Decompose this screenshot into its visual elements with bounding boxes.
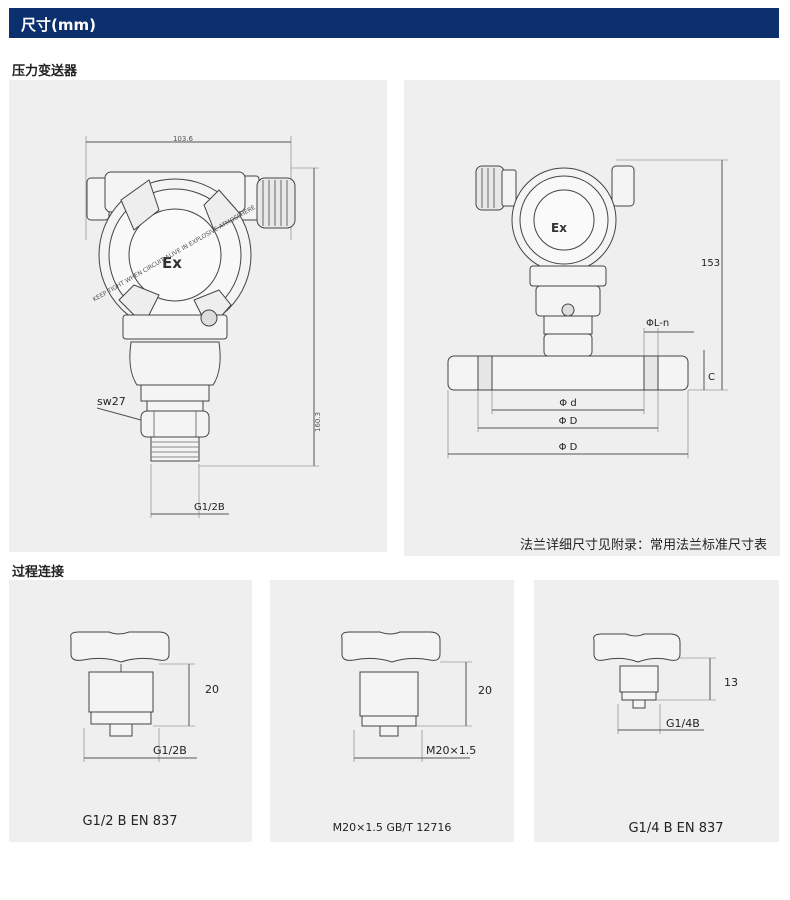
width-dimension: 103.6 bbox=[173, 135, 194, 143]
transmitter-front-drawing: 103.6 160.3 sw27 G1/2B Ex KEEP TIGHT WHE… bbox=[85, 135, 322, 518]
header-bar: 尺寸(mm) bbox=[9, 8, 779, 38]
seal-diameter-label: Φ d bbox=[559, 398, 576, 409]
transmitter-front-panel: 103.6 160.3 sw27 G1/2B Ex KEEP TIGHT WHE… bbox=[9, 80, 387, 552]
caption-1: G1/2 B EN 837 bbox=[82, 814, 177, 829]
transmitter-flange-panel: Ex 153 ΦL-n C Φ d Φ D Φ D 法兰详细尺寸见附录：常用法兰… bbox=[404, 80, 780, 556]
caption-3: G1/4 B EN 837 bbox=[628, 821, 723, 836]
thread-label-2: M20×1.5 bbox=[426, 744, 476, 757]
thread-label-3: G1/4B bbox=[666, 717, 700, 730]
ex-mark: Ex bbox=[162, 254, 182, 272]
process-section-title: 过程连接 bbox=[12, 565, 65, 580]
transmitter-section-title: 压力变送器 bbox=[12, 64, 78, 79]
wrench-size-label: sw27 bbox=[97, 395, 126, 408]
flange-note: 法兰详细尺寸见附录：常用法兰标准尺寸表 bbox=[520, 538, 768, 553]
thread-label-1: G1/2B bbox=[153, 744, 187, 757]
bolt-hole-label: ΦL-n bbox=[646, 318, 669, 329]
process-connection-1-panel: 20 G1/2B G1/2 B EN 837 bbox=[9, 580, 252, 842]
process-connection-3-drawing: 13 G1/4B G1/4 B EN 837 bbox=[593, 633, 738, 836]
process-connection-2-drawing: 20 M20×1.5 M20×1.5 GB/T 12716 bbox=[333, 631, 492, 834]
bolt-circle-diameter-label: Φ D bbox=[559, 416, 578, 427]
process-connection-3-panel: 13 G1/4B G1/4 B EN 837 bbox=[534, 580, 779, 842]
height-dim-2: 20 bbox=[478, 684, 492, 697]
flange-outer-diameter-label: Φ D bbox=[559, 442, 578, 453]
thread-label: G1/2B bbox=[194, 502, 225, 513]
flange-thickness-label: C bbox=[708, 372, 715, 383]
ex-mark-flange: Ex bbox=[551, 221, 567, 235]
height-dim-3: 13 bbox=[724, 676, 738, 689]
process-connection-2-panel: 20 M20×1.5 M20×1.5 GB/T 12716 bbox=[270, 580, 514, 842]
process-connection-1-drawing: 20 G1/2B G1/2 B EN 837 bbox=[70, 631, 219, 829]
height-dim-1: 20 bbox=[205, 683, 219, 696]
height-dimension: 160.3 bbox=[314, 412, 322, 432]
page-title: 尺寸(mm) bbox=[21, 16, 96, 34]
caption-2: M20×1.5 GB/T 12716 bbox=[333, 821, 452, 834]
flange-height-dimension: 153 bbox=[701, 258, 720, 269]
transmitter-flange-drawing: Ex 153 ΦL-n C Φ d Φ D Φ D bbox=[447, 159, 728, 458]
